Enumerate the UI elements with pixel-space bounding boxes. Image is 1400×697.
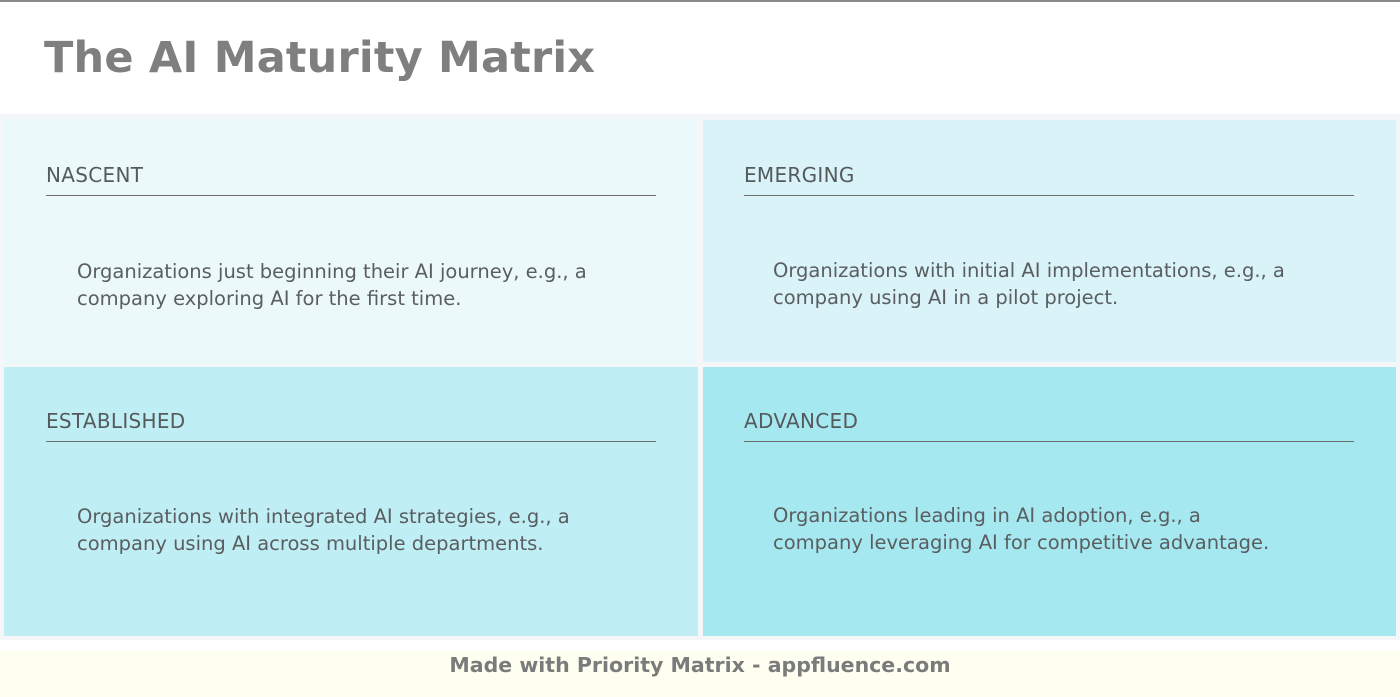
header: The AI Maturity Matrix bbox=[0, 2, 1400, 114]
quadrant-heading: NASCENT bbox=[46, 163, 656, 196]
quadrant-emerging: EMERGING Organizations with initial AI i… bbox=[703, 120, 1396, 362]
quadrant-heading: ADVANCED bbox=[744, 409, 1354, 442]
page-title: The AI Maturity Matrix bbox=[44, 33, 596, 83]
quadrant-advanced: ADVANCED Organizations leading in AI ado… bbox=[703, 367, 1396, 636]
footer-credit[interactable]: Made with Priority Matrix - appfluence.c… bbox=[449, 653, 951, 677]
quadrant-description: Organizations leading in AI adoption, e.… bbox=[773, 504, 1270, 554]
quadrant-description: Organizations just beginning their AI jo… bbox=[77, 260, 587, 310]
quadrant-heading: EMERGING bbox=[744, 163, 1354, 196]
quadrant-description: Organizations with integrated AI strateg… bbox=[77, 505, 570, 555]
footer: Made with Priority Matrix - appfluence.c… bbox=[0, 651, 1400, 697]
quadrant-established: ESTABLISHED Organizations with integrate… bbox=[4, 367, 698, 636]
quadrant-heading: ESTABLISHED bbox=[46, 409, 656, 442]
quadrant-description: Organizations with initial AI implementa… bbox=[773, 259, 1285, 309]
maturity-matrix-grid: NASCENT Organizations just beginning the… bbox=[0, 114, 1400, 640]
quadrant-nascent: NASCENT Organizations just beginning the… bbox=[4, 119, 698, 364]
